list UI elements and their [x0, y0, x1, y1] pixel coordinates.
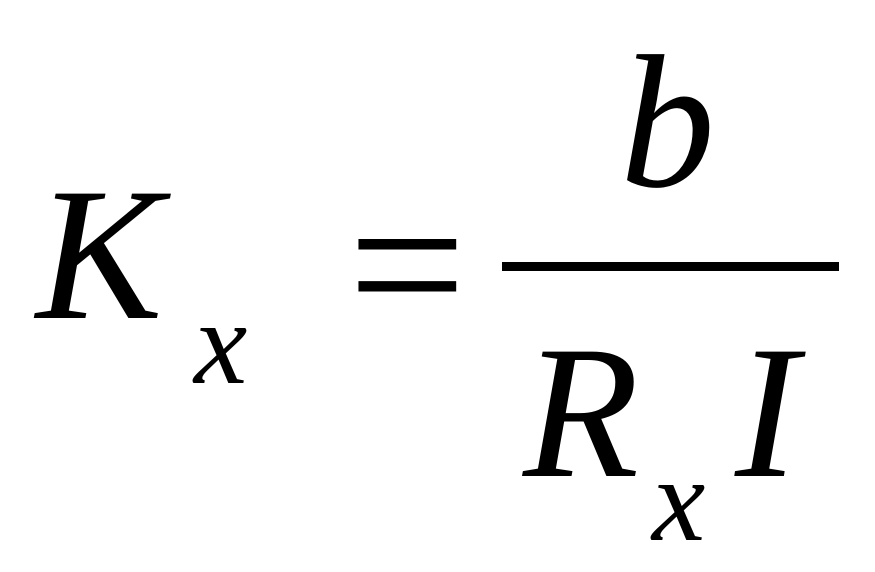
lhs-subscript: x: [194, 276, 248, 409]
denominator-symbol: R: [523, 308, 640, 518]
lhs-symbol: K: [36, 150, 163, 360]
fraction-bar: [502, 262, 839, 271]
numerator: b: [620, 18, 715, 228]
denominator-factor: I: [735, 308, 799, 518]
denominator-subscript: x: [652, 433, 706, 566]
equals-sign: =: [348, 149, 467, 381]
